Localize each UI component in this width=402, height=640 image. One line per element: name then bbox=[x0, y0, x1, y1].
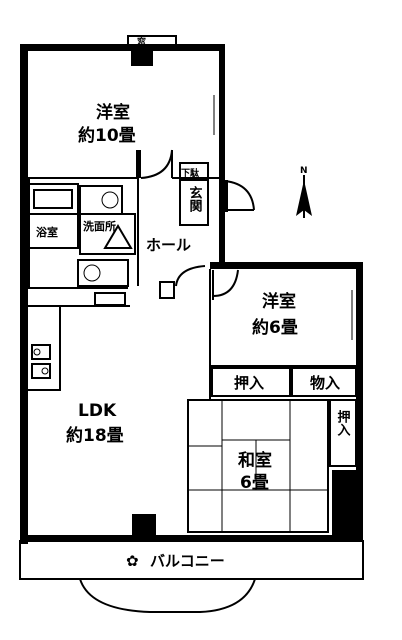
japanese-size: 6畳 bbox=[240, 473, 269, 493]
closet-b-label: 物入 bbox=[310, 374, 340, 392]
bath-area: 浴室 洗面所 bbox=[27, 183, 136, 306]
closet-c-label: 押入 bbox=[335, 409, 351, 436]
shoe-box-label: 下駄 bbox=[181, 167, 200, 179]
compass-icon: N bbox=[296, 166, 312, 218]
ldk-name: LDK bbox=[78, 401, 117, 421]
compass-north: N bbox=[300, 166, 308, 176]
japanese-name: 和室 bbox=[238, 450, 272, 471]
room-western-6: 洋室 約6畳 bbox=[209, 269, 356, 400]
washroom-label: 洗面所 bbox=[83, 219, 116, 233]
entrance-label: 玄関 bbox=[187, 185, 203, 213]
balcony-icon: ✿ bbox=[126, 552, 139, 570]
western1-name: 洋室 bbox=[96, 102, 130, 123]
hall: ホール bbox=[137, 178, 239, 300]
ldk-size: 約18畳 bbox=[66, 425, 124, 446]
closet-a-label: 押入 bbox=[234, 374, 264, 392]
top-window: 窓 bbox=[127, 35, 177, 48]
balcony: ✿ バルコニー bbox=[19, 540, 364, 613]
room-japanese: 和室 6畳 bbox=[187, 399, 329, 533]
room-western-10: 洋室 約10畳 bbox=[28, 95, 219, 179]
western2-size: 約6畳 bbox=[252, 317, 298, 338]
room-ldk: LDK 約18畳 bbox=[28, 305, 130, 446]
entrance: 下駄 玄関 bbox=[179, 162, 255, 226]
hall-label: ホール bbox=[146, 236, 191, 254]
western1-size: 約10畳 bbox=[78, 125, 136, 146]
outer-walls bbox=[20, 44, 363, 544]
bath-label: 浴室 bbox=[36, 225, 58, 239]
balcony-label: バルコニー bbox=[150, 552, 225, 570]
western2-name: 洋室 bbox=[262, 291, 296, 312]
closets: 押入 物入 押入 bbox=[211, 367, 357, 467]
top-window-label: 窓 bbox=[137, 36, 146, 48]
